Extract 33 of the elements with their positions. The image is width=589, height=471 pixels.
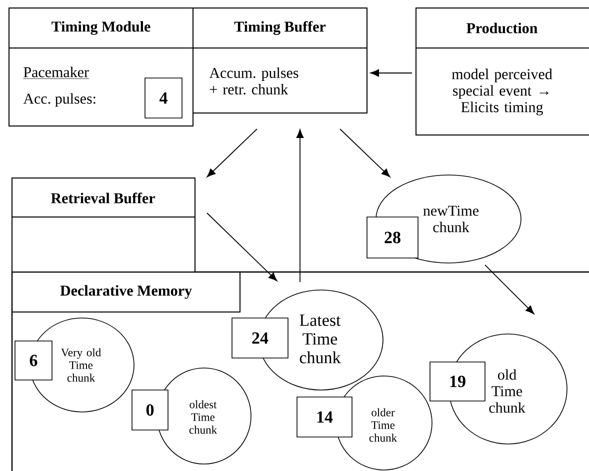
node-text: old Time chunk <box>489 369 526 413</box>
node-text: older Time chunk <box>369 408 398 442</box>
number-box: 4 <box>144 78 182 118</box>
number-box: 14 <box>296 396 352 438</box>
arrow <box>206 128 258 178</box>
arrow <box>206 212 278 282</box>
arrow <box>370 69 412 77</box>
module-box <box>192 8 368 114</box>
node-text: Latest Time chunk <box>300 314 341 364</box>
module-box <box>12 178 196 272</box>
box-heading: Timing Buffer <box>234 21 326 35</box>
arrow <box>296 129 304 282</box>
box-heading: Production <box>466 22 538 34</box>
node-text: model perceived special event → Elicits timing <box>452 68 552 116</box>
node-text: oldest Time chunk <box>189 400 218 434</box>
node-text: Acc. pulses: <box>23 93 96 107</box>
number-box: 24 <box>232 318 288 358</box>
module-box <box>416 8 589 136</box>
number-box: 28 <box>366 216 418 258</box>
number-box: 0 <box>132 390 168 430</box>
box-heading: Timing Module <box>52 21 150 35</box>
node-text: Accum. pulses + retr. chunk <box>209 67 298 95</box>
box-heading: Declarative Memory <box>60 285 192 299</box>
arrow <box>484 264 534 314</box>
chunk-ellipse <box>448 334 568 444</box>
arrow <box>340 128 390 178</box>
box-heading: Retrieval Buffer <box>51 192 155 204</box>
number-box: 19 <box>430 362 486 402</box>
module-box <box>8 8 194 126</box>
node-text: newTime chunk <box>423 206 479 232</box>
node-text: Very old Time chunk <box>61 348 101 382</box>
number-box: 6 <box>14 340 52 380</box>
node-text: Pacemaker <box>23 66 90 79</box>
